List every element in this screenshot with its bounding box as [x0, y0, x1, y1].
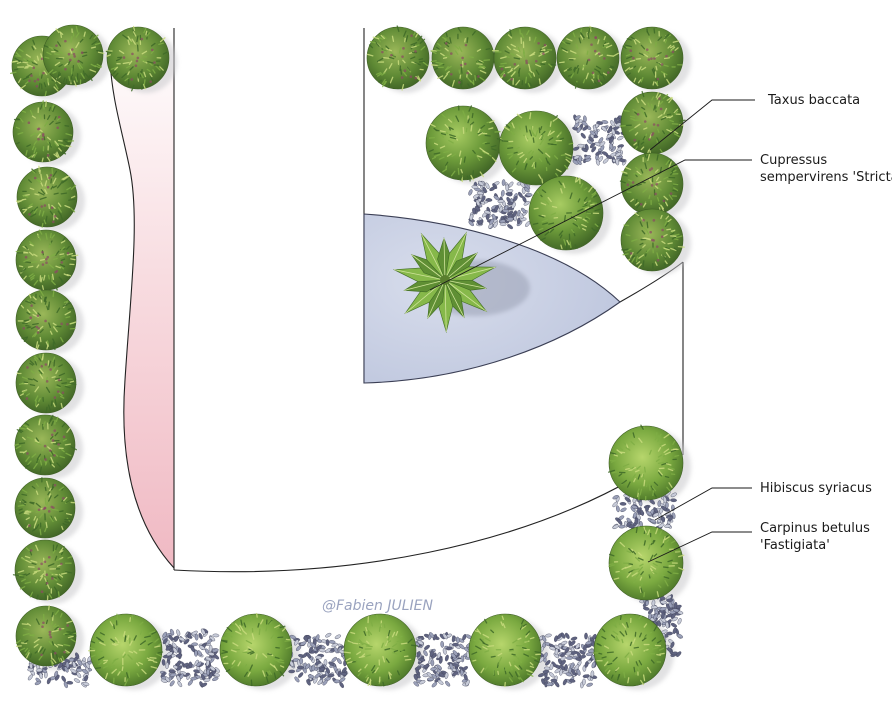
hibiscus-icon: [538, 632, 598, 689]
author-credit: @Fabien JULIEN: [322, 598, 433, 614]
label-hibiscus-syriacus: Hibiscus syriacus: [760, 481, 872, 496]
hibiscus-icon: [572, 114, 628, 166]
taxus-shrub-icon: [491, 26, 557, 90]
taxus-shrub-icon: [12, 100, 74, 163]
label-cupressus-line1: Cupressus: [760, 153, 827, 168]
carpinus-icon: [608, 424, 684, 501]
taxus-shrub-icon: [14, 477, 76, 539]
carpinus-icon: [608, 525, 685, 601]
grey-bush-group: [27, 114, 684, 689]
taxus-shrub-icon: [366, 25, 430, 91]
hibiscus-icon: [160, 628, 220, 688]
carpinus-icon: [87, 613, 164, 687]
taxus-shrub-icon: [15, 289, 77, 351]
label-carpinus-line1: Carpinus betulus: [760, 521, 870, 536]
carpinus-icon: [425, 105, 501, 183]
taxus-shrub-icon: [620, 208, 685, 272]
label-cupressus-line2: sempervirens 'Stricta': [760, 170, 892, 185]
taxus-shrub-icon: [619, 152, 684, 217]
cupressus-icon: [392, 231, 530, 334]
carpinus-icon: [468, 613, 542, 688]
taxus-shrub-icon: [430, 26, 495, 90]
hibiscus-icon: [288, 632, 349, 688]
carpinus-icon: [343, 613, 418, 687]
plan-outlines: [109, 28, 684, 573]
taxus-shrub-icon: [15, 605, 77, 667]
taxus-shrub-icon: [14, 414, 77, 476]
taxus-shrub-icon: [620, 26, 684, 90]
shrub-group: [10, 24, 686, 688]
carpinus-icon: [528, 175, 604, 251]
taxus-shrub-icon: [105, 25, 170, 92]
taxus-shrub-icon: [42, 24, 105, 87]
taxus-shrub-icon: [15, 165, 78, 228]
hibiscus-icon: [413, 631, 473, 688]
carpinus-icon: [219, 612, 293, 687]
taxus-shrub-icon: [619, 90, 686, 157]
taxus-shrub-icon: [15, 352, 77, 414]
carpinus-icon: [496, 110, 574, 186]
label-taxus-baccata: Taxus baccata: [767, 93, 860, 108]
pink-flower-bed: [110, 28, 174, 568]
label-carpinus-line2: 'Fastigiata': [760, 538, 830, 553]
hibiscus-icon: [468, 179, 533, 230]
leader-lines: [429, 99, 755, 563]
taxus-shrub-icon: [12, 539, 76, 601]
taxus-shrub-icon: [556, 25, 620, 90]
carpinus-icon: [593, 613, 667, 687]
